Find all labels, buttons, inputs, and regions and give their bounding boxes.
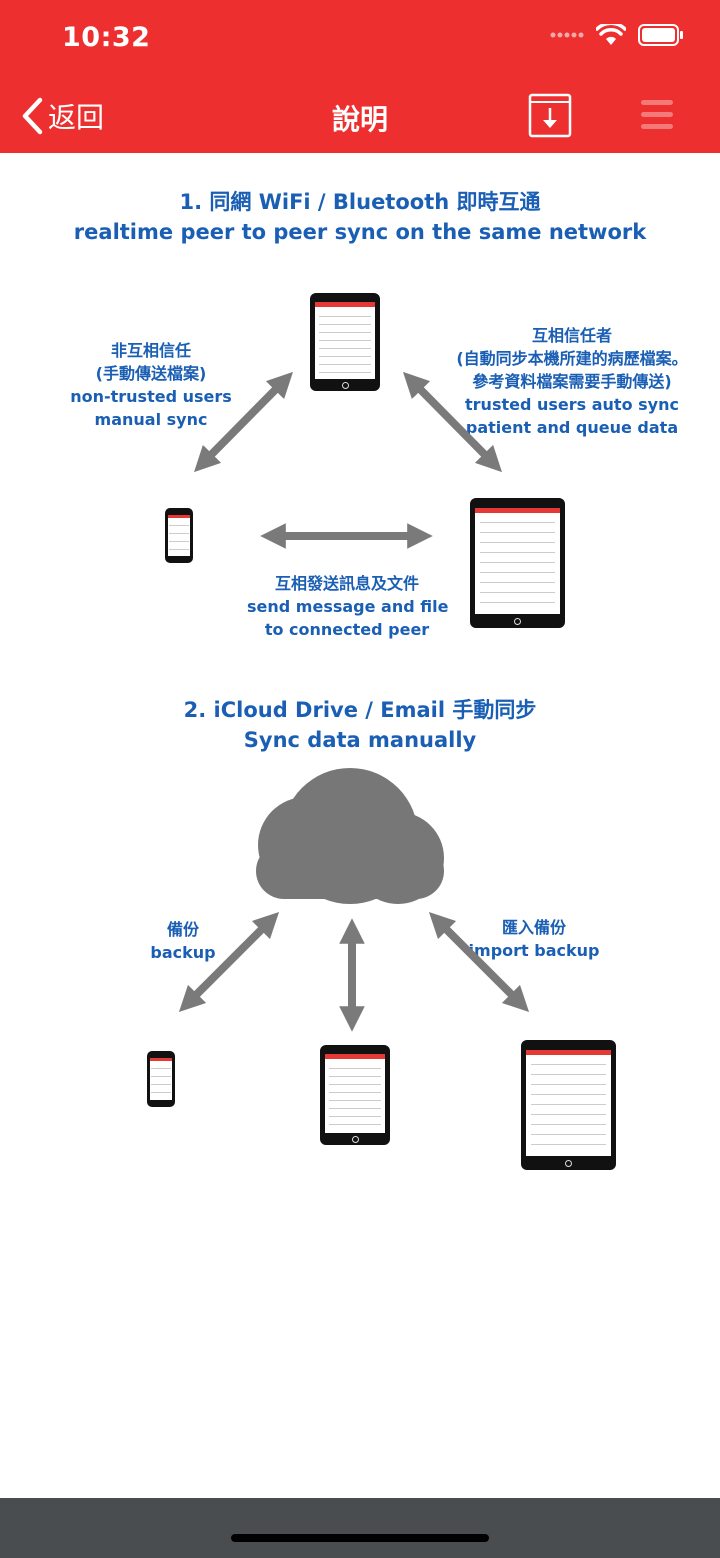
back-button[interactable]: 返回 bbox=[20, 96, 104, 136]
section2-title-en: Sync data manually bbox=[243, 728, 477, 752]
back-label: 返回 bbox=[48, 101, 105, 134]
bottom-bar bbox=[0, 1498, 720, 1558]
section2-title-zh: 2. iCloud Drive / Email 手動同步 bbox=[183, 698, 537, 722]
arrow-right-diagonal bbox=[403, 371, 502, 473]
iphone-device bbox=[165, 508, 193, 563]
ipad-pro-device bbox=[470, 498, 565, 628]
ipad-mini-device-backup bbox=[320, 1045, 390, 1145]
section1-title-zh: 1. 同網 WiFi / Bluetooth 即時互通 bbox=[179, 190, 541, 214]
signal-dots-icon bbox=[550, 32, 584, 38]
ipad-pro-device-import bbox=[521, 1040, 616, 1170]
status-time: 10:32 bbox=[62, 22, 151, 53]
non-trusted-note: 非互相信任 (手動傳送檔案) non-trusted users manual … bbox=[70, 341, 232, 429]
arrow-backup-left bbox=[178, 911, 280, 1013]
cloud-icon bbox=[256, 768, 444, 904]
peer-message-note: 互相發送訊息及文件 send message and file to conne… bbox=[247, 574, 449, 639]
diagram-graphics bbox=[178, 371, 530, 1032]
app-header: 10:32 返回 說明 bbox=[0, 0, 720, 153]
battery-icon bbox=[638, 24, 683, 46]
home-indicator[interactable] bbox=[231, 1534, 489, 1542]
chevron-left-icon bbox=[22, 97, 43, 135]
menu-icon[interactable] bbox=[640, 98, 674, 132]
status-icons bbox=[550, 24, 684, 46]
iphone-device-backup bbox=[147, 1051, 175, 1107]
section1-title-en: realtime peer to peer sync on the same n… bbox=[73, 220, 647, 244]
arrow-import-right bbox=[428, 911, 530, 1013]
ipad-mini-device bbox=[310, 293, 380, 391]
download-icon[interactable] bbox=[528, 92, 572, 138]
page-title: 說明 bbox=[331, 103, 388, 136]
arrow-left-diagonal bbox=[194, 371, 293, 473]
wifi-icon bbox=[596, 24, 626, 45]
help-content: 1. 同網 WiFi / Bluetooth 即時互通 realtime pee… bbox=[0, 153, 720, 1498]
trusted-note: 互相信任者 (自動同步本機所建的病歷檔案。 參考資料檔案需要手動傳送) trus… bbox=[456, 326, 688, 437]
